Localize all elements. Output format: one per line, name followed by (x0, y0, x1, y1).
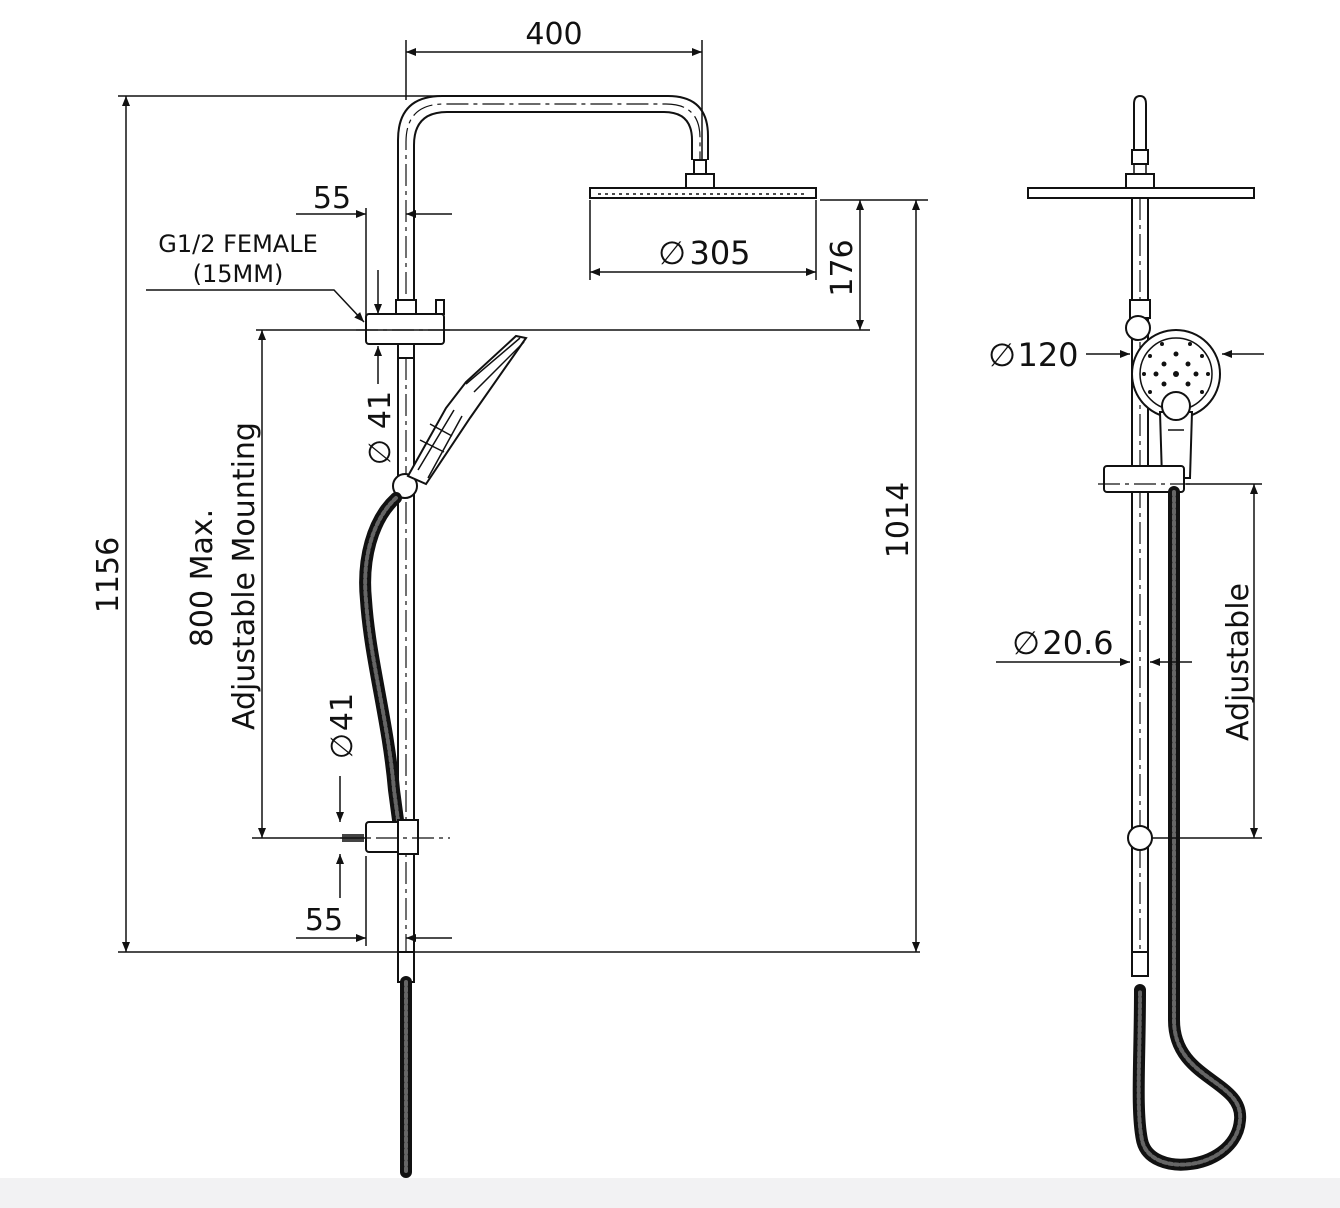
dim-total-height: 1156 (91, 95, 920, 953)
bracket-diameter-bottom-label: 41 (325, 693, 360, 731)
inlet-note: G1/2 FEMALE (15MM) (146, 230, 365, 323)
diverter-body (356, 299, 454, 359)
overhead-shower-head (589, 187, 817, 199)
side-view: ∅ 120 ∅ 20.6 Adjustable (988, 94, 1264, 1171)
page-footer-band (0, 1178, 1340, 1208)
bottom-outlet (397, 951, 415, 1178)
adjustable-label: Adjustable (1221, 583, 1256, 741)
dim-handshower-diameter: ∅ 120 (988, 336, 1264, 374)
front-view: 400 1156 55 G1/2 FEMALE (15MM) ∅ (91, 17, 928, 1178)
head-diameter-label: 305 (689, 234, 750, 272)
diameter-symbol-120: ∅ (988, 336, 1016, 374)
dim-adjustable: Adjustable (1152, 483, 1262, 839)
head-to-base-label: 1014 (881, 482, 916, 558)
dim-head-to-base: 1014 (881, 200, 920, 952)
offset-top-label: 55 (313, 181, 351, 216)
side-arm (1027, 94, 1255, 199)
width-dim-label: 400 (525, 17, 582, 52)
lower-bracket (340, 819, 450, 855)
dim-head-height: 176 (256, 199, 928, 331)
dim-head-diameter: ∅ 305 (589, 200, 817, 280)
side-rail (1125, 198, 1151, 977)
mounting-label-line1: 800 Max. (185, 509, 220, 647)
dim-bracket-diameter-bottom: ∅ 41 (325, 693, 360, 898)
dim-width: 400 (405, 17, 703, 160)
diameter-symbol-20-6: ∅ (1012, 624, 1040, 662)
head-height-label: 176 (825, 239, 860, 296)
inlet-spec-line1: G1/2 FEMALE (158, 230, 317, 258)
diameter-symbol-41-bottom: ∅ (325, 733, 360, 759)
bracket-diameter-top-label: 41 (363, 391, 398, 429)
offset-bottom-label: 55 (305, 903, 343, 938)
riser-and-arm (397, 95, 715, 330)
diameter-symbol-41-top: ∅ (363, 439, 398, 465)
handshower-diameter-label: 120 (1017, 336, 1078, 374)
dim-offset-top: 55 (296, 181, 452, 318)
side-bracket (1098, 465, 1190, 851)
dim-rail-diameter: ∅ 20.6 (996, 624, 1192, 666)
dim-offset-bottom: 55 (296, 856, 452, 946)
mounting-label-line2: Adjustable Mounting (227, 422, 262, 730)
rail-diameter-label: 20.6 (1042, 624, 1113, 662)
side-handshower (1131, 329, 1221, 479)
dim-bracket-diameter-top: ∅ 41 (363, 270, 398, 465)
dim-mounting: 800 Max. Adjustable Mounting (185, 330, 366, 839)
total-height-label: 1156 (91, 537, 126, 613)
inlet-spec-line2: (15MM) (193, 260, 284, 288)
side-hose (1132, 486, 1247, 1171)
handshower (406, 334, 528, 486)
front-hose (359, 492, 404, 826)
diameter-symbol-305: ∅ (658, 234, 686, 272)
